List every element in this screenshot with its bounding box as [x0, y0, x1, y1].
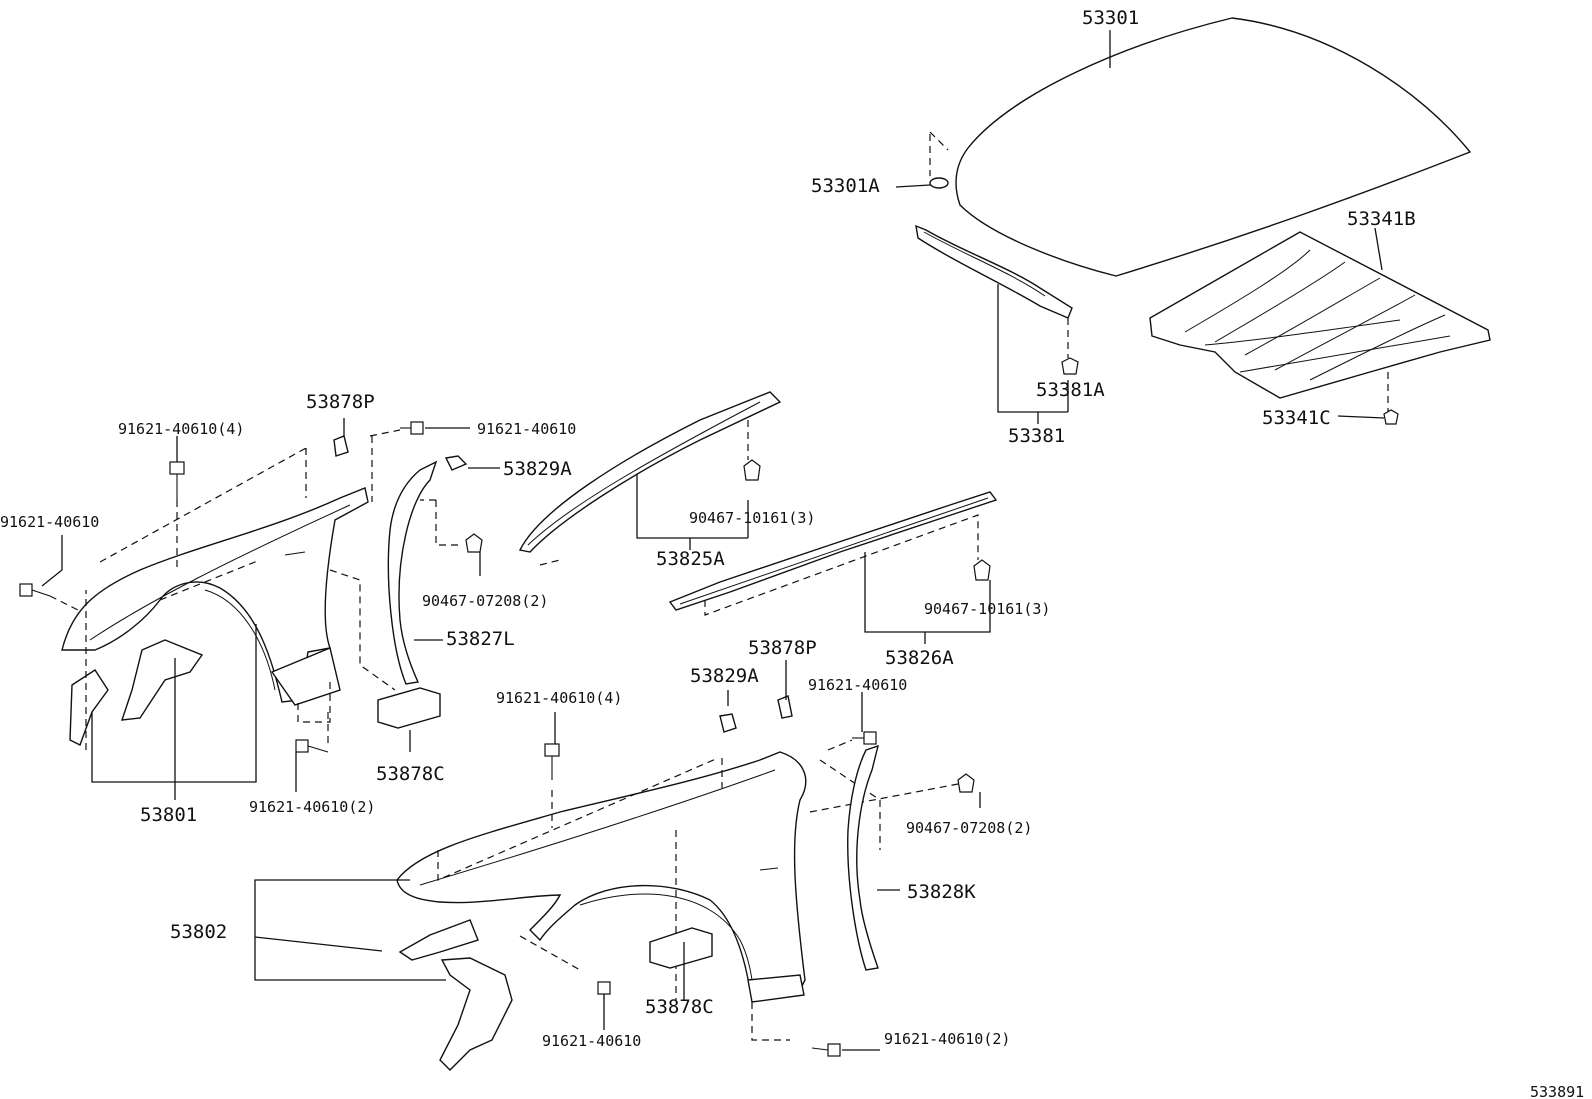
bolt-rh-lower-icon: [811, 1043, 841, 1057]
label-insulator-clip[interactable]: 53341C: [1262, 407, 1331, 429]
seal-rh-upper: [777, 695, 793, 719]
label-pad-lh[interactable]: 53878C: [376, 763, 445, 785]
label-seal-rh-upper[interactable]: 53878P: [748, 637, 817, 659]
bolt-lh-rear-top-icon: [369, 421, 424, 502]
hood-seal: [915, 224, 1073, 358]
label-bolt-lh-top[interactable]: 91621-40610(4): [118, 420, 244, 438]
label-hood-seal-clip[interactable]: 53381A: [1036, 379, 1105, 401]
label-seal-lh-upper[interactable]: 53878P: [306, 391, 375, 413]
label-hood-cushion[interactable]: 53301A: [811, 175, 880, 197]
label-hood-seal[interactable]: 53381: [1008, 425, 1065, 447]
insulator-clip: [1383, 409, 1399, 425]
label-clip-seal-a[interactable]: 90467-10161(3): [689, 509, 815, 527]
bolt-rh-rear-top-icon: [827, 731, 877, 751]
clip-seal-a-icon: [743, 459, 761, 481]
clip-seal-b-icon: [973, 559, 991, 581]
label-bolt-lh-lower[interactable]: 91621-40610(2): [249, 798, 375, 816]
bolt-rh-top-icon: [544, 743, 560, 780]
label-bolt-lh-rear-top[interactable]: 91621-40610: [477, 420, 576, 438]
label-bolt-rh-front[interactable]: 91621-40610: [542, 1032, 641, 1050]
clip-lh-liner-icon: [465, 533, 483, 553]
bolt-lh-lower-icon: [295, 739, 329, 753]
diagram-id: 533891: [1530, 1083, 1584, 1099]
label-seal-upper-b[interactable]: 53826A: [885, 647, 954, 669]
label-fender-rh[interactable]: 53802: [170, 921, 227, 943]
label-bolt-rh-lower[interactable]: 91621-40610(2): [884, 1030, 1010, 1048]
fender-lh-guide: [85, 447, 331, 750]
pad-lh: [329, 569, 441, 729]
label-pad-rh[interactable]: 53878C: [645, 996, 714, 1018]
fender-rh-brackets: [398, 919, 513, 1071]
clip-rh-liner-icon: [809, 773, 975, 813]
bolt-lh-front-icon: [19, 583, 79, 611]
label-bolt-rh-top[interactable]: 91621-40610(4): [496, 689, 622, 707]
seal-upper-b: [668, 491, 998, 616]
label-protector-rh-upper[interactable]: 53829A: [690, 665, 759, 687]
liner-lh: [387, 460, 460, 685]
label-seal-upper-a[interactable]: 53825A: [656, 548, 725, 570]
hood-panel: [955, 17, 1472, 277]
label-liner-lh[interactable]: 53827L: [446, 628, 515, 650]
label-clip-seal-b[interactable]: 90467-10161(3): [924, 600, 1050, 618]
label-bolt-rh-rear-top[interactable]: 91621-40610: [808, 676, 907, 694]
pad-rh: [649, 927, 713, 969]
hood-cushion: [929, 131, 949, 189]
fender-lh-bracket: [69, 639, 204, 746]
label-fender-lh[interactable]: 53801: [140, 804, 197, 826]
protector-lh-upper: [444, 455, 468, 471]
label-liner-rh[interactable]: 53828K: [907, 881, 976, 903]
seal-upper-a: [518, 391, 782, 566]
liner-rh: [847, 744, 879, 971]
seal-lh-upper: [333, 435, 349, 457]
label-hood-insulator[interactable]: 53341B: [1347, 208, 1416, 230]
label-protector-lh-upper[interactable]: 53829A: [503, 458, 572, 480]
label-clip-lh-liner[interactable]: 90467-07208(2): [422, 592, 548, 610]
label-hood[interactable]: 53301: [1082, 7, 1139, 29]
fender-lh: [61, 487, 369, 706]
label-bolt-lh-front[interactable]: 91621-40610: [0, 513, 99, 531]
bolt-lh-top-icon: [169, 461, 185, 568]
hood-seal-clip: [1061, 357, 1079, 375]
hood-insulator: [1149, 231, 1491, 412]
fender-rh: [396, 751, 807, 1003]
fender-rh-guide: [437, 757, 881, 1041]
label-clip-rh-liner[interactable]: 90467-07208(2): [906, 819, 1032, 837]
leader-lines: [41, 30, 1385, 1051]
protector-rh-upper: [719, 713, 737, 733]
